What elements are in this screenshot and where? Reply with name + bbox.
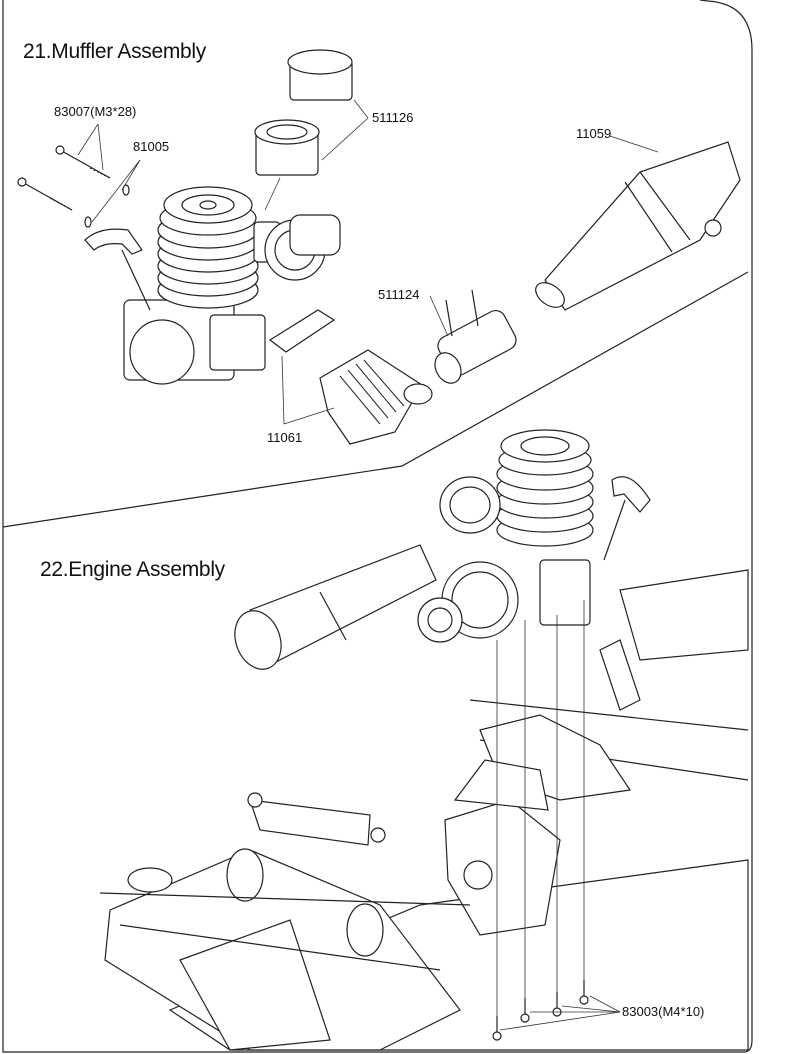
spacer-parts: [254, 49, 353, 211]
screw-guide-lines: [496, 600, 585, 1016]
section-title-muffler: 21.Muffler Assembly: [23, 40, 206, 63]
label-11061: 11061: [267, 430, 303, 445]
label-83003: 83003(M4*10): [622, 1004, 705, 1019]
engine-illustration-bottom: [234, 429, 651, 670]
chassis-illustration: [99, 569, 749, 1051]
washers-81005: [84, 184, 130, 228]
page-frame: [2, 0, 753, 1053]
leader-lines-bottom: [499, 995, 621, 1031]
screws-m3x28: [17, 145, 111, 211]
label-11059: 11059: [576, 126, 612, 141]
muffler-pipe: [535, 141, 741, 311]
section-title-engine: 22.Engine Assembly: [40, 558, 225, 581]
coupler: [434, 289, 517, 384]
section-divider: [2, 271, 749, 528]
header-gasket: [268, 309, 433, 445]
label-81005: 81005: [133, 139, 170, 154]
leader-lines: [77, 99, 659, 425]
engine-illustration-top: [84, 186, 341, 385]
label-511124: 511124: [378, 287, 420, 302]
label-511126: 511126: [372, 110, 414, 125]
label-83007: 83007(M3*28): [54, 104, 137, 119]
